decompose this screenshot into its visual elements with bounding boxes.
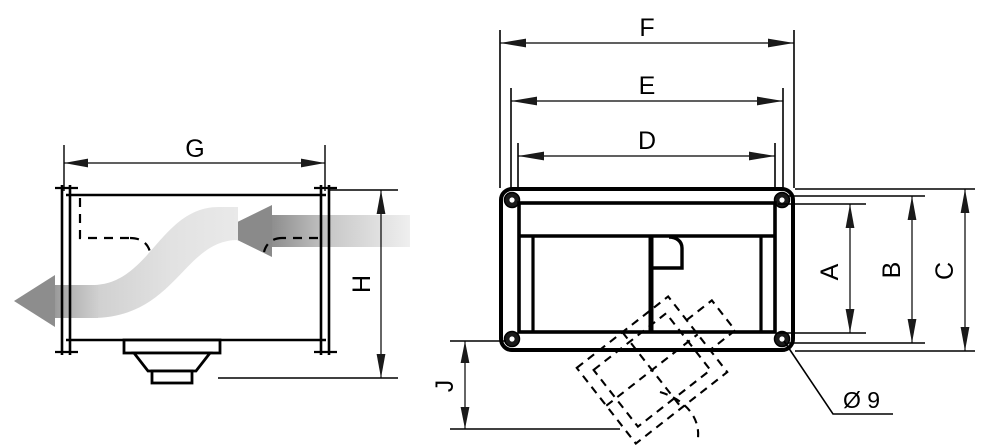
hole-callout-label: Ø 9 xyxy=(843,387,880,413)
dimension-H-arrowhead-top xyxy=(376,190,386,214)
dimension-G-arrowhead-left xyxy=(64,158,88,168)
funnel-spigot xyxy=(150,369,194,385)
dimension-C-label: C xyxy=(931,262,959,280)
dimension-E-arrowhead-left xyxy=(511,96,537,106)
fan-hidden-terminal-box xyxy=(685,298,737,351)
dimension-H-label: H xyxy=(348,275,376,293)
airflow-inlet-arrowhead xyxy=(219,205,272,257)
flange-left xyxy=(55,185,78,355)
mounting-hole-bottom-left-bore xyxy=(509,336,515,342)
dimension-J-arrowhead-bottom xyxy=(460,407,470,429)
dimension-D: D xyxy=(517,127,776,188)
hidden-edge-left-corner xyxy=(78,198,130,240)
dimension-F-label: F xyxy=(639,14,654,42)
hidden-edge-right-fillet xyxy=(262,236,283,253)
duct-hidden-edges xyxy=(78,198,130,240)
dimension-H-arrowhead-bottom xyxy=(376,354,386,378)
hidden-edge-left-fillet xyxy=(129,236,152,253)
right-front-end-view: F E D xyxy=(431,14,975,445)
fan-hidden-centre-v xyxy=(621,331,683,409)
dimension-G-arrowhead-right xyxy=(301,158,325,168)
dimension-J-label: J xyxy=(431,380,459,393)
airflow-inlet-band xyxy=(268,215,410,247)
dimension-B-arrowhead-top xyxy=(907,196,917,220)
mounting-hole-top-right-bore xyxy=(779,197,785,203)
funnel-collar xyxy=(122,338,222,355)
dimension-A-arrowhead-top xyxy=(845,204,855,228)
fan-hidden-sweep xyxy=(659,390,700,439)
mounting-hole-top-left-bore xyxy=(509,197,515,203)
dimension-E: E xyxy=(510,72,784,188)
dimension-J-arrowhead-top xyxy=(460,341,470,363)
housing-outer-frame xyxy=(499,187,795,352)
dimension-G: G xyxy=(63,135,326,191)
dimension-D-arrowhead-right xyxy=(749,151,775,161)
dimension-D-label: D xyxy=(638,127,656,155)
dimension-F: F xyxy=(499,14,795,188)
rotated-fan-hidden-outline xyxy=(575,294,737,445)
dimension-H: H xyxy=(218,189,398,379)
airflow-outlet-arrowhead xyxy=(14,275,55,327)
housing-inner-frame xyxy=(517,201,777,334)
dimension-A-label: A xyxy=(816,263,844,280)
dimension-C-arrowhead-bottom xyxy=(960,327,970,351)
dimension-C: C xyxy=(795,188,975,352)
left-side-elevation-view: G xyxy=(14,135,410,385)
hole-diameter-callout: Ø 9 xyxy=(783,340,893,415)
airflow-curve-band xyxy=(92,207,238,318)
dimension-F-arrowhead-left xyxy=(500,38,526,48)
dimension-E-arrowhead-right xyxy=(757,96,783,106)
flange-right xyxy=(314,185,337,355)
airflow-outlet-band xyxy=(48,285,98,318)
airflow-indicator xyxy=(14,205,410,327)
mounting-hole-bottom-right-bore xyxy=(779,336,785,342)
divider-notch-bracket xyxy=(651,235,684,270)
dimension-D-arrowhead-left xyxy=(518,151,544,161)
dimension-G-label: G xyxy=(185,135,204,163)
dimension-C-arrowhead-top xyxy=(960,189,970,213)
dimension-B-label: B xyxy=(878,262,906,279)
funnel-taper xyxy=(131,351,213,373)
dimension-F-arrowhead-right xyxy=(768,38,794,48)
hole-callout-leader-line xyxy=(783,340,893,415)
dimension-E-label: E xyxy=(639,72,656,100)
dimension-B: B xyxy=(788,195,925,344)
dimension-B-arrowhead-bottom xyxy=(907,319,917,343)
dimension-A: A xyxy=(778,203,866,334)
dimension-A-arrowhead-bottom xyxy=(845,309,855,333)
dimension-J: J xyxy=(431,340,620,430)
motor-mount-funnel xyxy=(122,338,222,385)
